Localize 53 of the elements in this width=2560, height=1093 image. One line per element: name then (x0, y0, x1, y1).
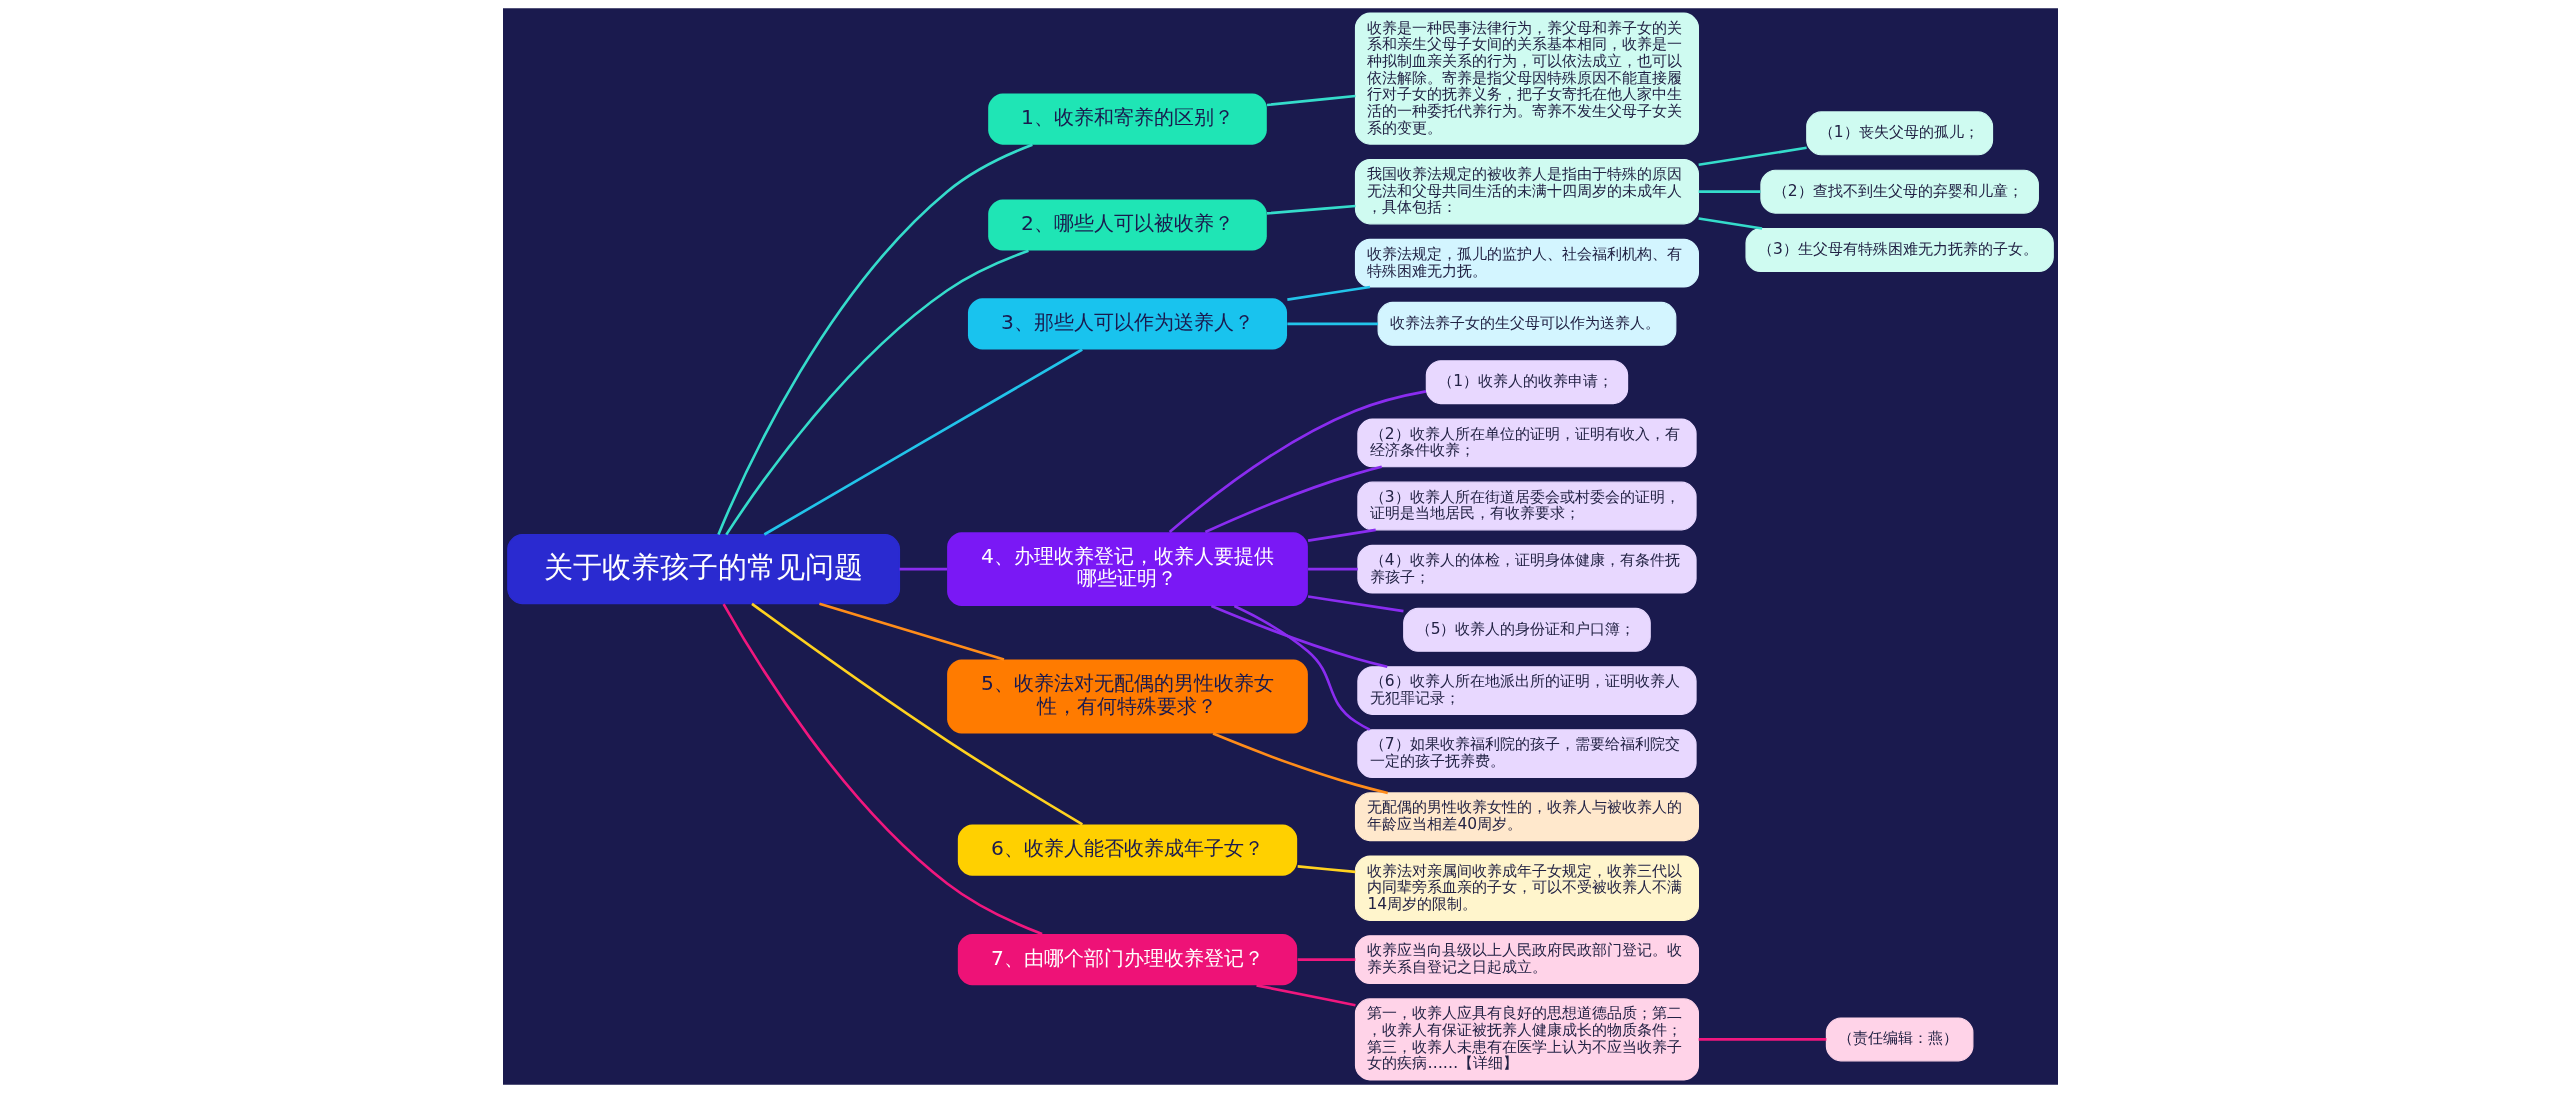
node-box: （7）如果收养福利院的孩子，需要给福利院交一定的孩子抚养费。 (1356, 729, 1697, 779)
node-box: 收养法对亲属间收养成年子女规定，收养三代以内同辈旁系血亲的子女，可以不受被收养人不满14周岁的限制。 (1354, 855, 1699, 921)
node-box: 3、那些人可以作为送养人？ (967, 298, 1287, 350)
node-box: 7、由哪个部门办理收养登记？ (957, 934, 1297, 986)
connector (1307, 528, 1376, 542)
connector (1297, 958, 1355, 961)
node-box: 收养法养子女的生父母可以作为送养人。 (1377, 301, 1676, 346)
connector (1210, 604, 1388, 668)
connector (1168, 390, 1426, 533)
connector (750, 602, 1083, 826)
node-box: （2）收养人所在单位的证明，证明有收入，有经济条件收养； (1356, 418, 1697, 468)
connector (1233, 604, 1370, 731)
node-box: 收养法规定，孤儿的监护人、社会福利机构、有特殊困难无力抚。 (1354, 238, 1699, 288)
node-box: 收养应当向县级以上人民政府民政部门登记。收养关系自登记之日起成立。 (1354, 935, 1699, 985)
node-box: （1）丧失父母的孤儿； (1805, 111, 1993, 156)
connector (763, 348, 1083, 536)
node-box: （责任编辑：燕） (1825, 1017, 1973, 1062)
connector (716, 143, 1033, 535)
connector (1286, 285, 1370, 301)
connector (1266, 204, 1356, 215)
node-box: 1、收养和寄养的区别？ (987, 93, 1267, 145)
node-box: 第一，收养人应具有良好的思想道德品质；第二，收养人有保证被抚养人健康成长的物质条件；第三，收养人未患有在医学上认为不应当收养子女的疾病……【详细】 (1354, 998, 1699, 1081)
node-box: 关于收养孩子的常见问题 (506, 534, 900, 605)
node-box: 无配偶的男性收养女性的，收养人与被收养人的年龄应当相差40周岁。 (1354, 792, 1699, 842)
connector (1204, 465, 1382, 534)
connector (724, 249, 1029, 536)
connector (1698, 1038, 1826, 1041)
connector (1297, 865, 1355, 874)
connector (899, 567, 947, 571)
node-box: （5）收养人的身份证和户口簿； (1402, 607, 1651, 652)
connector (721, 603, 1043, 936)
node-box: 收养是一种民事法律行为，养父母和养子女的关系和亲生父母子女间的关系基本相同，收养是一种拟制血亲关系的行为，可以依法成立，也可以依法解除。寄养是指父母因特殊原因不能直接履行对子女的抚养义务，把子女寄托在他人家中生活的一种委托代养行为。寄养不发生父母子女关系的变更。 (1354, 12, 1699, 145)
connector (818, 602, 1004, 661)
node-box: 4、办理收养登记，收养人要提供哪些证明？ (946, 532, 1308, 607)
connector (1697, 217, 1762, 230)
node-box: （3）收养人所在街道居委会或村委会的证明，证明是当地居民，有收养要求； (1356, 481, 1697, 531)
node-box: 2、哪些人可以被收养？ (987, 199, 1267, 251)
node-box: （2）查找不到生父母的弃婴和儿童； (1759, 169, 2039, 214)
connector (1212, 732, 1388, 795)
connector (1307, 567, 1358, 571)
connector (1255, 984, 1356, 1007)
node-box: （4）收养人的体检，证明身体健康，有条件抚养孩子； (1356, 544, 1697, 594)
connector (1266, 94, 1356, 107)
connector (1697, 146, 1807, 167)
connector (1698, 190, 1760, 193)
connector (1307, 595, 1404, 613)
node-box: （6）收养人所在地派出所的证明，证明收养人无犯罪记录； (1356, 666, 1697, 715)
connector (1286, 322, 1378, 326)
node-box: 6、收养人能否收养成年子女？ (957, 824, 1297, 876)
node-box: 5、收养法对无配偶的男性收养女性，有何特殊要求？ (946, 659, 1308, 734)
node-box: 我国收养法规定的被收养人是指由于特殊的原因无法和父母共同生活的未满十四周岁的未成年人，具体包括： (1354, 158, 1699, 225)
node-box: （1）收养人的收养申请； (1425, 360, 1628, 405)
node-box: （3）生父母有特殊困难无力抚养的子女。 (1744, 228, 2054, 273)
